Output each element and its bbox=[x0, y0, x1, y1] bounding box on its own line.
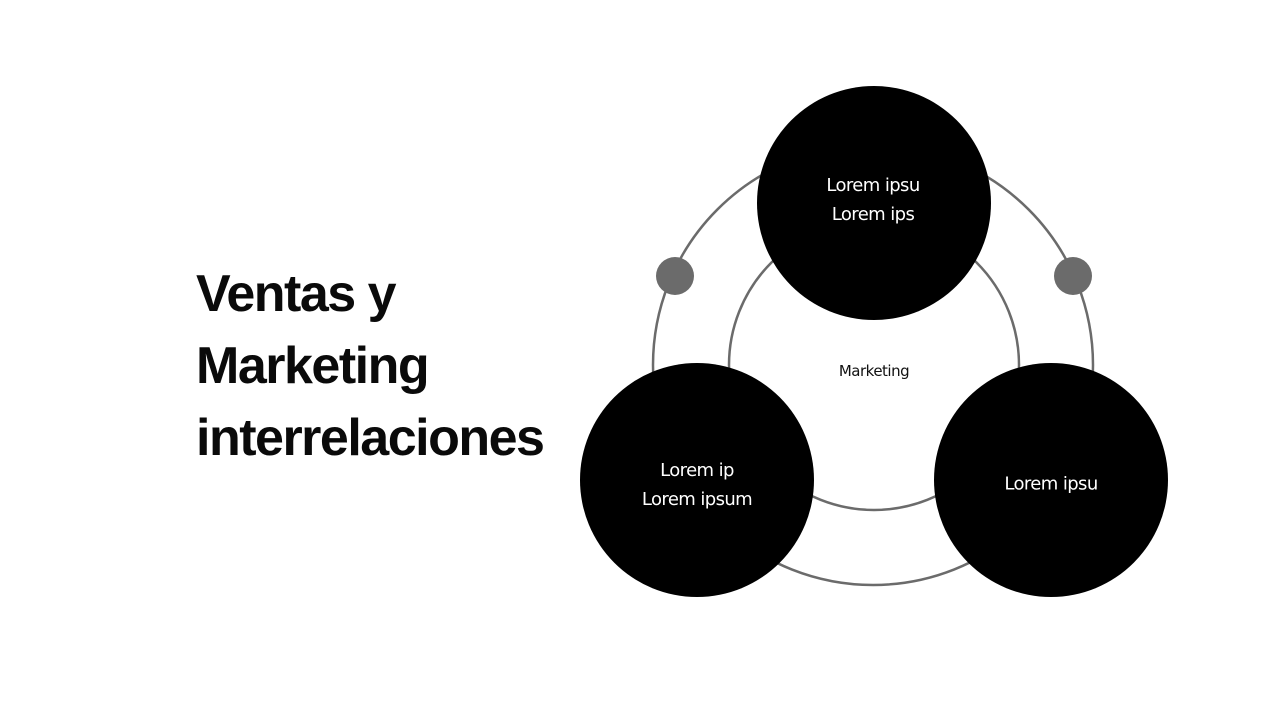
node-text-bottom-left: Lorem ip Lorem ipsum bbox=[641, 456, 753, 514]
node-bottom-left-line-2: Lorem ipsum bbox=[641, 489, 753, 510]
connector-dot-right bbox=[1054, 257, 1092, 295]
title-line-3: interrelaciones bbox=[196, 409, 545, 467]
node-circle-bottom-right bbox=[934, 363, 1168, 597]
node-circle-top bbox=[757, 86, 991, 320]
title-line-1: Ventas y bbox=[196, 265, 397, 323]
node-text-bottom-right: Lorem ipsu bbox=[1004, 470, 1098, 499]
center-label: Marketing bbox=[838, 362, 910, 380]
node-bottom-left-line-1: Lorem ip bbox=[660, 460, 734, 481]
node-circle-bottom-left bbox=[580, 363, 814, 597]
slide-title: Ventas y Marketing interrelaciones bbox=[196, 258, 545, 474]
node-bottom-right-line-1: Lorem ipsu bbox=[1004, 473, 1098, 495]
title-line-2: Marketing bbox=[196, 337, 430, 395]
node-text-top: Lorem ipsu Lorem ips bbox=[826, 171, 920, 229]
node-top-line-2: Lorem ips bbox=[831, 204, 915, 225]
node-top-line-1: Lorem ipsu bbox=[826, 175, 920, 196]
connector-dot-left bbox=[656, 257, 694, 295]
